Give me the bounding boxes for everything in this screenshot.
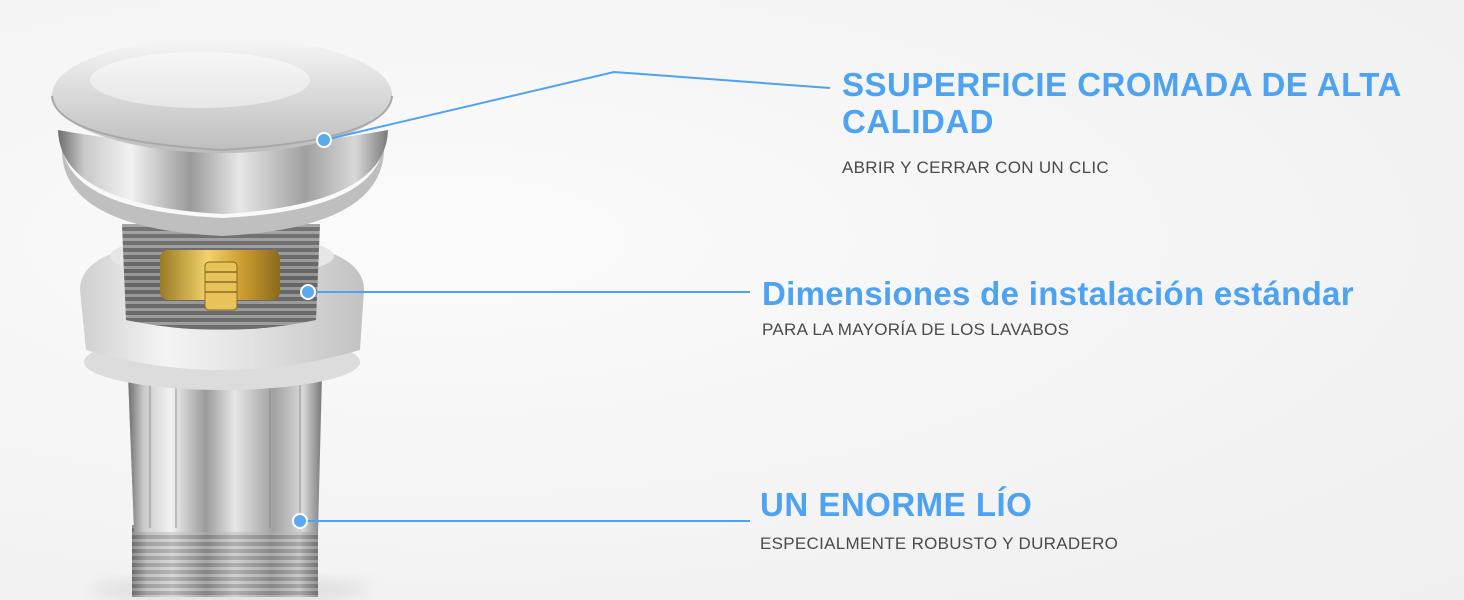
callout-line-1 <box>323 70 831 141</box>
feature-subtitle: ABRIR Y CERRAR CON UN CLIC <box>842 158 1109 177</box>
callout-lines <box>292 70 831 529</box>
callout-dot-2 <box>300 284 316 300</box>
feature-robust: UN ENORME LÍO ESPECIALMENTE ROBUSTO Y DU… <box>760 486 1320 554</box>
feature-title: SSUPERFICIE CROMADA DE ALTA CALIDAD <box>842 66 1401 140</box>
cap-rim <box>58 130 388 214</box>
body-cylinder <box>128 375 322 532</box>
callout-dot-1 <box>316 132 332 148</box>
cap-dome <box>52 37 392 153</box>
feature-subtitle: PARA LA MAYORÍA DE LOS LAVABOS <box>762 320 1070 339</box>
feature-standard-dimensions: Dimensiones de instalación estándar PARA… <box>762 275 1452 340</box>
feature-subtitle: ESPECIALMENTE ROBUSTO Y DURADERO <box>760 534 1119 553</box>
feature-title: Dimensiones de instalación estándar <box>762 275 1354 312</box>
callout-dot-3 <box>292 513 308 529</box>
feature-chrome-surface: SSUPERFICIE CROMADA DE ALTA CALIDAD ABRI… <box>842 66 1402 178</box>
feature-title: UN ENORME LÍO <box>760 486 1033 523</box>
